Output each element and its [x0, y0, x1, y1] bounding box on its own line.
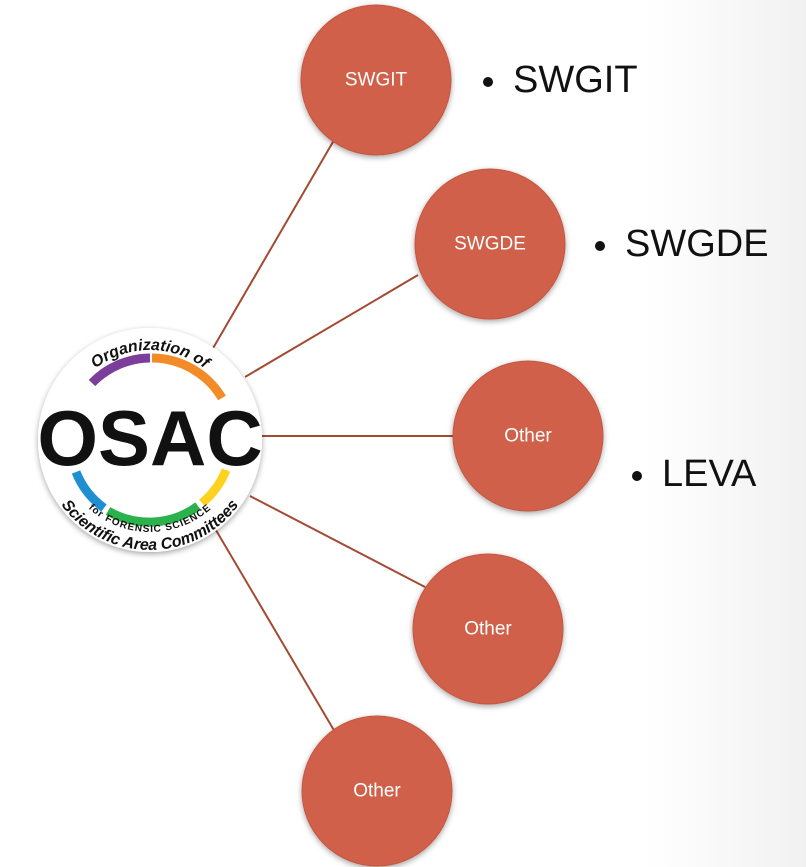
node-circle — [414, 168, 566, 320]
node-label: Other — [353, 781, 401, 802]
ring-segment-orange — [151, 353, 226, 401]
node-label: Other — [504, 426, 552, 447]
connector-5 — [209, 519, 336, 733]
node-circle — [452, 360, 604, 512]
ring-segment-purple — [88, 353, 151, 387]
node-label: SWGDE — [454, 234, 526, 255]
ring-segment-green — [105, 502, 201, 527]
ring-segment-blue — [71, 470, 107, 512]
node-label: Other — [464, 619, 512, 640]
bullet-swgde: SWGDE — [595, 223, 769, 265]
bullet-dot — [483, 77, 493, 87]
logo-ring — [71, 353, 231, 527]
osac-logo: Organization of OSAC Scientific Area Com… — [37, 328, 263, 554]
bullet-text: SWGIT — [513, 59, 638, 101]
connectors — [204, 134, 453, 733]
node-circle — [301, 715, 453, 867]
bullet-text: LEVA — [662, 453, 757, 495]
logo-name: OSAC — [37, 394, 262, 482]
connector-1 — [204, 134, 338, 363]
node-label: SWGIT — [345, 70, 408, 91]
connector-4 — [249, 495, 426, 588]
bullet-swgit: SWGIT — [483, 59, 638, 101]
node-4: Other — [412, 553, 564, 705]
bullet-dot — [632, 471, 642, 481]
bullet-leva: LEVA — [632, 453, 757, 495]
node-5: Other — [301, 715, 453, 867]
node-2: SWGDE — [414, 168, 566, 320]
node-circle — [300, 4, 452, 156]
bullet-dot — [595, 241, 605, 251]
ring-segment-yellow — [199, 468, 231, 507]
node-3: Other — [452, 360, 604, 512]
node-1: SWGIT — [300, 4, 452, 156]
node-circle — [412, 553, 564, 705]
connector-2 — [244, 274, 419, 378]
bullet-text: SWGDE — [625, 223, 769, 265]
